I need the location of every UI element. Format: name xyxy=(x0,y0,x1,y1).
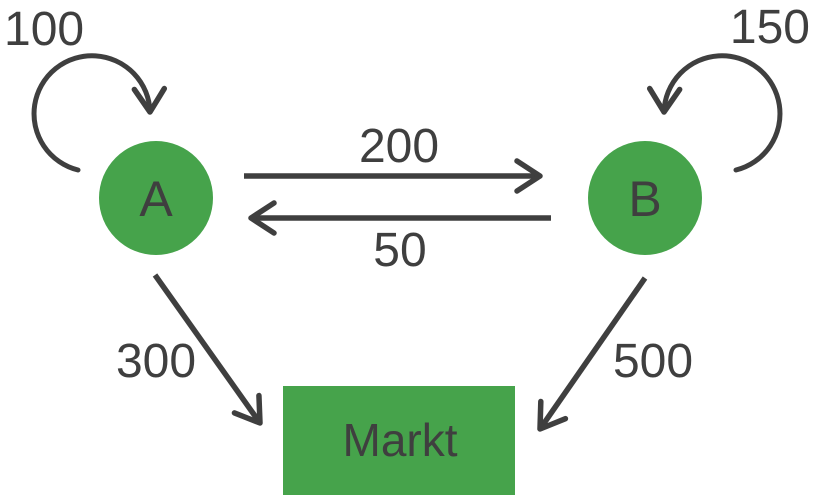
edge-a-to-markt-label: 300 xyxy=(116,335,196,388)
edge-b-self-loop-label: 150 xyxy=(730,1,810,54)
node-markt xyxy=(283,386,515,495)
edge-b-to-markt-label: 500 xyxy=(613,335,693,388)
edge-b-to-a-label: 50 xyxy=(373,224,426,277)
edge-b-self-loop-arrow xyxy=(646,53,783,173)
node-b xyxy=(588,141,702,255)
node-b-label: B xyxy=(628,171,661,227)
edge-a-self-loop-arrow xyxy=(31,53,168,173)
edge-a-to-markt-arrow xyxy=(152,273,263,426)
node-a xyxy=(99,141,213,255)
node-markt-label: Markt xyxy=(343,414,458,466)
edge-a-to-b-label: 200 xyxy=(359,120,439,173)
edge-a-self-loop-label: 100 xyxy=(4,3,84,56)
edge-b-to-markt-arrow xyxy=(537,276,648,432)
node-a-label: A xyxy=(139,171,173,227)
